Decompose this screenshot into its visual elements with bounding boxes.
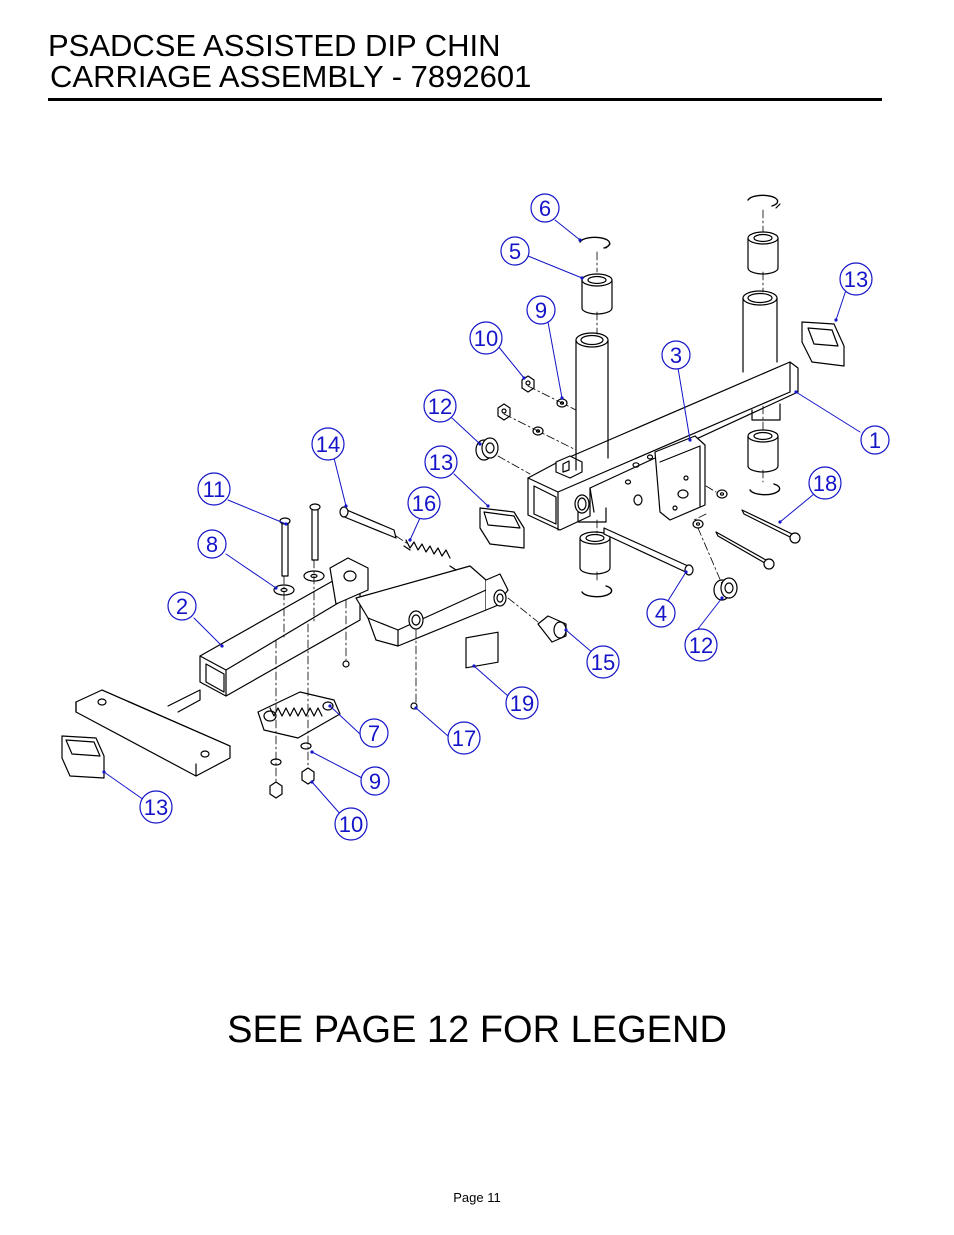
- part-bushing-5: [581, 273, 613, 315]
- callout-13-circle: [139, 790, 173, 824]
- callout-18-circle: [808, 466, 842, 500]
- part-handle-7: [257, 691, 341, 739]
- callout-1-label: 1: [869, 428, 881, 453]
- part-retaining-ring-6: [579, 236, 611, 249]
- legend-reference-note: SEE PAGE 12 FOR LEGEND: [227, 1009, 727, 1051]
- assembly-centerlines: [275, 209, 764, 783]
- callout-11-label: 11: [203, 477, 226, 502]
- callout-16-label: 16: [412, 491, 436, 516]
- callout-4-label: 4: [655, 601, 667, 626]
- part-bolts-18: [715, 509, 801, 570]
- callout-3-label: 3: [670, 343, 682, 368]
- part-end-cap-13-middle: [479, 507, 525, 549]
- callout-10-circle: [469, 321, 503, 355]
- callout-2-label: 2: [176, 594, 188, 619]
- title-line-2: CARRIAGE ASSEMBLY - 7892601: [50, 59, 532, 94]
- part-pin-14: [339, 506, 397, 539]
- page-title: PSADCSE ASSISTED DIP CHIN CARRIAGE ASSEM…: [48, 30, 531, 92]
- callout-4-circle: [646, 598, 676, 628]
- callout-17-label: 17: [452, 726, 476, 751]
- part-decal-19: [465, 631, 499, 669]
- part-main-frame: [527, 290, 799, 531]
- callout-7-label: 7: [368, 721, 380, 746]
- callout-9-circle: [360, 766, 390, 796]
- part-washers-8: [273, 570, 325, 596]
- part-pin-4: [603, 527, 694, 576]
- callout-13-label: 13: [144, 795, 168, 820]
- callout-1-circle: [860, 425, 890, 455]
- callout-13-label: 13: [844, 267, 868, 292]
- callout-14-circle: [311, 427, 345, 461]
- callout-leaders: [103, 219, 861, 817]
- part-right-upper-stack: [747, 194, 781, 275]
- part-bolts-11: [279, 503, 321, 577]
- callout-bubbles: [139, 193, 890, 841]
- callout-12-circle: [684, 628, 718, 662]
- callout-9-label: 9: [369, 769, 381, 794]
- part-right-lower-stack: [747, 429, 781, 496]
- part-base-plate: [75, 689, 231, 777]
- callout-13-circle: [424, 445, 458, 479]
- part-left-lower-stack: [579, 531, 613, 598]
- page-number: Page 11: [453, 1190, 501, 1205]
- callout-15-label: 15: [591, 650, 615, 675]
- callout-3-circle: [661, 340, 691, 370]
- callout-13-circle: [839, 262, 873, 296]
- callout-8-circle: [197, 529, 227, 559]
- callout-13-label: 13: [429, 450, 453, 475]
- callout-19-label: 19: [510, 691, 534, 716]
- callout-12-label: 12: [689, 633, 713, 658]
- callout-6-circle: [530, 193, 560, 223]
- callout-10-label: 10: [474, 326, 498, 351]
- part-flange-bushing-12-lower: [713, 577, 738, 601]
- part-end-cap-13-right: [801, 321, 845, 367]
- part-spring-16: [403, 539, 457, 571]
- callout-9-label: 9: [535, 298, 547, 323]
- part-nuts-washers-upper: [497, 375, 728, 529]
- callout-5-circle: [500, 236, 530, 266]
- callout-12-circle: [423, 389, 457, 423]
- part-carriage-2: [199, 506, 567, 697]
- callout-15-circle: [586, 645, 620, 679]
- callout-19-circle: [505, 686, 539, 720]
- title-line-1: PSADCSE ASSISTED DIP CHIN: [48, 28, 501, 63]
- callout-11-circle: [197, 472, 231, 506]
- callout-labels: 6 5 9 10 3 13 1 12 13 14 18 11 16 8 2 4 …: [144, 196, 881, 837]
- callout-10-label: 10: [339, 812, 363, 837]
- callout-12-label: 12: [428, 394, 452, 419]
- title-underline: [48, 98, 882, 101]
- callout-7-circle: [359, 718, 389, 748]
- callout-10-circle: [334, 807, 368, 841]
- callout-6-label: 6: [539, 196, 551, 221]
- callout-18-label: 18: [813, 471, 837, 496]
- callout-16-circle: [407, 486, 441, 520]
- part-end-cap-13-left: [61, 735, 105, 779]
- part-bumper-15: [537, 615, 567, 643]
- callout-14-label: 14: [316, 432, 340, 457]
- callout-5-label: 5: [509, 239, 521, 264]
- callout-17-circle: [447, 721, 481, 755]
- callout-arrowheads: [102, 238, 838, 784]
- part-nuts-washers-lower: [269, 660, 418, 799]
- callout-9-circle: [526, 295, 556, 325]
- part-flange-bushing-12-upper: [475, 437, 499, 461]
- callout-8-label: 8: [206, 532, 218, 557]
- callout-2-circle: [167, 591, 197, 621]
